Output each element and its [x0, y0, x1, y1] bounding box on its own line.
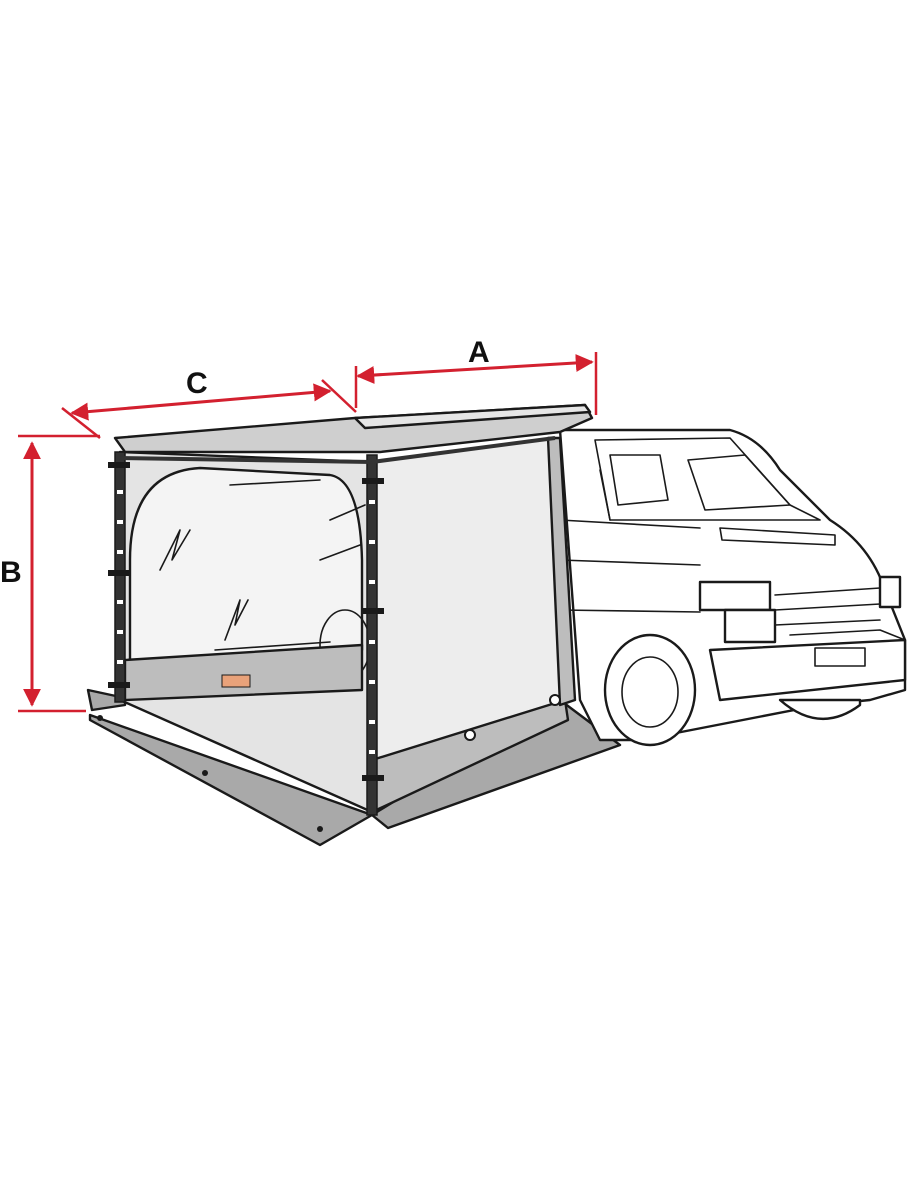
dimension-b-label: B	[0, 556, 22, 589]
side-wall	[370, 436, 577, 814]
van	[558, 428, 907, 747]
frame-poles	[108, 436, 556, 816]
dimension-c-label: C	[186, 367, 208, 400]
dimension-a-label: A	[468, 336, 490, 369]
dimension-c-line	[70, 383, 332, 421]
ground-sheet	[86, 688, 622, 847]
dimension-lines	[18, 352, 598, 713]
dimension-a-line	[356, 353, 594, 385]
front-wall	[118, 450, 374, 814]
awning-cassette	[113, 403, 594, 454]
